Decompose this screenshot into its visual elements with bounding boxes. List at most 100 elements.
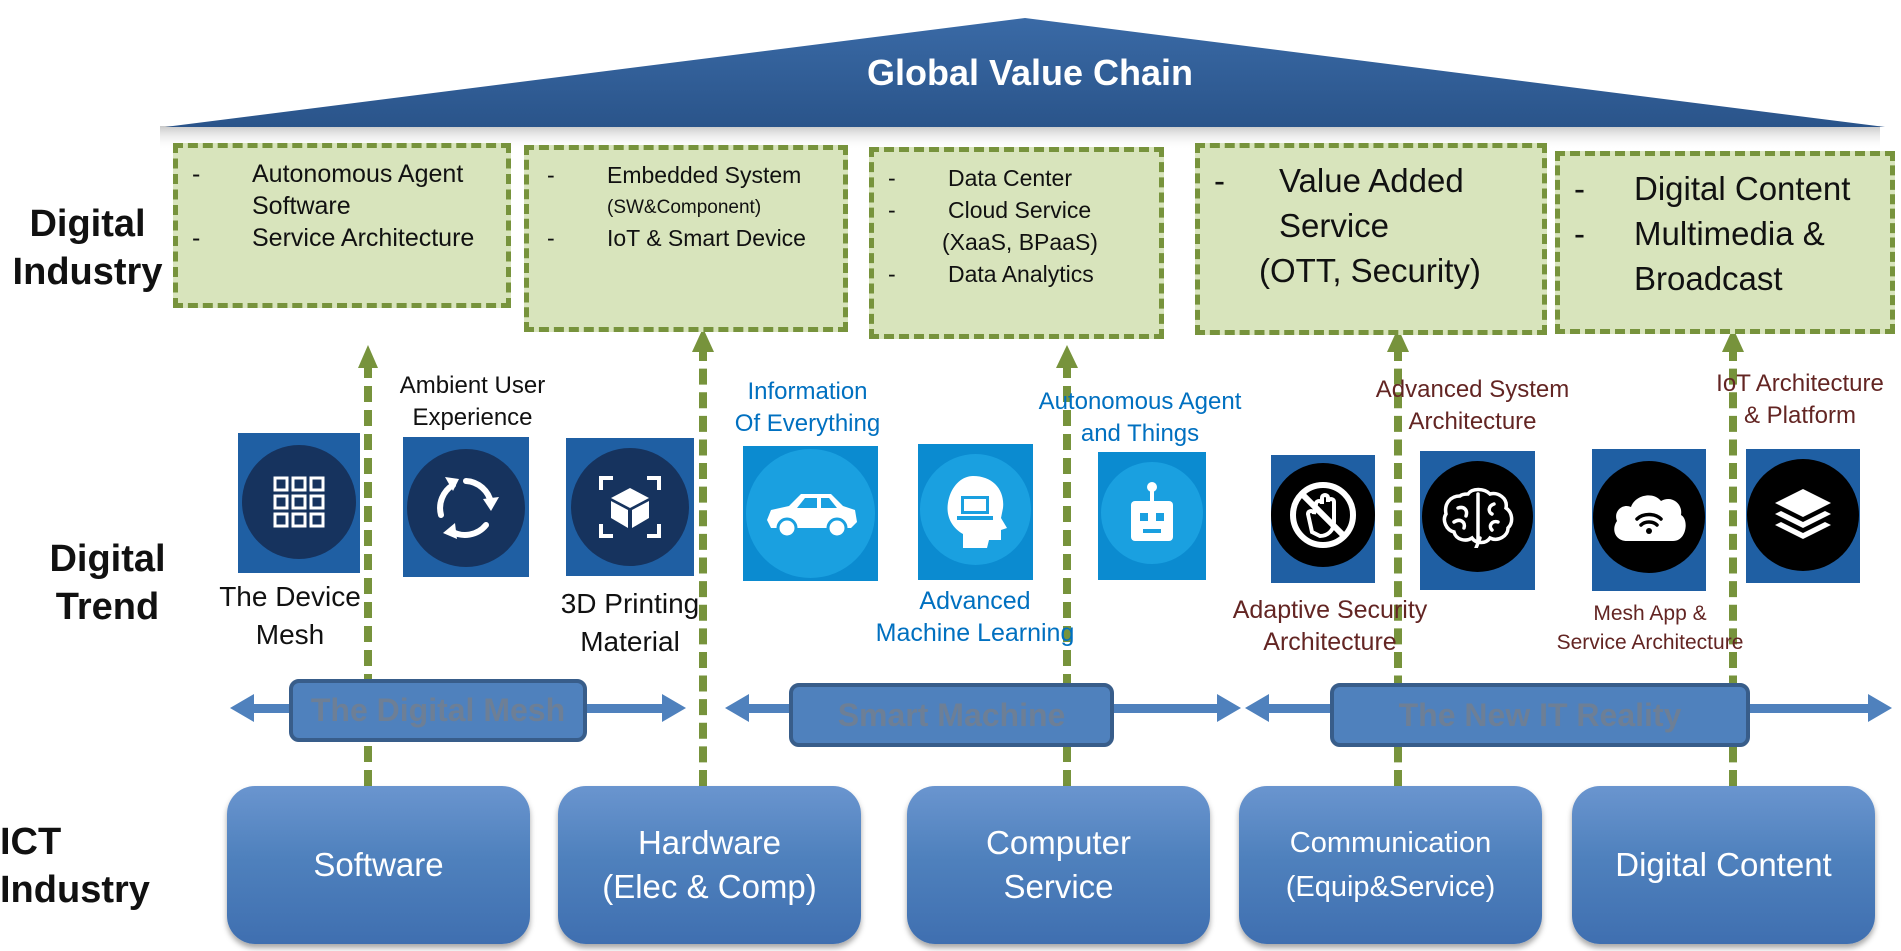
row-label-line: Digital bbox=[29, 203, 146, 245]
industry-item-text: Data Analytics bbox=[948, 261, 1094, 287]
trend-label-ambient: Ambient User Experience bbox=[399, 372, 546, 431]
band-new-it-reality: The New IT Reality bbox=[1330, 683, 1750, 747]
cycle-icon bbox=[407, 449, 525, 567]
trend-label-information: Information Of Everything bbox=[734, 378, 881, 437]
autonomous-tile bbox=[1098, 452, 1206, 580]
arrow-head bbox=[1722, 328, 1744, 352]
ict-box-digital-content: Digital Content bbox=[1572, 786, 1875, 944]
industry-item: - Embedded System (SW&Component) bbox=[547, 160, 829, 223]
industry-item-text: Digital Content bbox=[1634, 170, 1851, 207]
item-sub: (SW&Component) bbox=[607, 197, 762, 218]
ict-box-computer-service: Computer Service bbox=[907, 786, 1210, 944]
trend-label-iot-architecture: IoT Architecture & Platform bbox=[1716, 370, 1884, 429]
bullet-dash: - bbox=[888, 261, 896, 287]
industry-item: - Autonomous Agent Software bbox=[192, 158, 492, 222]
cube-icon bbox=[571, 448, 689, 566]
trend-label-3d-printing: 3D Printing Material bbox=[560, 588, 700, 657]
row-label-digital-trend: Digital Trend bbox=[30, 535, 185, 631]
arrow-head bbox=[358, 345, 378, 368]
ict-line: Communication bbox=[1289, 827, 1492, 859]
industry-item-text: Embedded System (SW&Component) bbox=[607, 160, 801, 223]
vertical-arrow-2 bbox=[699, 345, 707, 786]
industry-box-4: - Value Added Service (OTT, Security) bbox=[1195, 143, 1547, 335]
industry-item-text: IoT & Smart Device bbox=[607, 225, 806, 251]
industry-item-text: Multimedia & Broadcast bbox=[1634, 215, 1825, 297]
robot-icon bbox=[1101, 462, 1203, 564]
industry-item-text: Value Added Service bbox=[1279, 162, 1464, 244]
car-icon bbox=[746, 449, 875, 578]
machine-learning-tile bbox=[918, 444, 1033, 580]
industry-item-text: Service Architecture bbox=[252, 224, 475, 252]
item-sub: (OTT, Security) bbox=[1259, 252, 1481, 289]
bullet-dash: - bbox=[888, 165, 896, 191]
ict-line: Software bbox=[313, 846, 444, 883]
arrow-head bbox=[1056, 345, 1078, 368]
industry-box-5: - Digital Content - Multimedia & Broadcast bbox=[1555, 151, 1895, 334]
bullet-dash: - bbox=[547, 162, 555, 188]
industry-box-2: - Embedded System (SW&Component) - IoT & S… bbox=[524, 145, 848, 332]
trend-label-advanced-system: Advanced System Architecture bbox=[1375, 376, 1570, 435]
industry-box-1: - Autonomous Agent Software - Service Arch… bbox=[173, 143, 511, 308]
vertical-arrow-4 bbox=[1394, 345, 1402, 786]
information-tile bbox=[743, 446, 878, 581]
bullet-dash: - bbox=[192, 160, 201, 188]
industry-item: - Cloud Service bbox=[888, 194, 1145, 226]
printing-tile bbox=[566, 438, 694, 576]
row-label-line: Trend bbox=[55, 586, 160, 628]
ict-line: Digital Content bbox=[1615, 846, 1832, 883]
item-main: Embedded System bbox=[607, 162, 802, 188]
ict-box-communication: Communication (Equip&Service) bbox=[1239, 786, 1542, 944]
bullet-dash: - bbox=[192, 224, 201, 252]
trend-label-device-mesh: The Device Mesh bbox=[219, 581, 361, 650]
vertical-arrow-5 bbox=[1729, 345, 1737, 786]
industry-item: - IoT & Smart Device bbox=[547, 223, 829, 253]
industry-item: - Multimedia & Broadcast bbox=[1574, 211, 1876, 301]
item-sub: (XaaS, BPaaS) bbox=[942, 229, 1098, 255]
bullet-dash: - bbox=[1574, 170, 1585, 207]
row-label-line: Digital bbox=[49, 538, 166, 580]
bullet-dash: - bbox=[1214, 162, 1225, 199]
head-laptop-icon bbox=[920, 454, 1031, 565]
device-mesh-tile bbox=[238, 433, 360, 573]
no-hand-icon bbox=[1271, 463, 1375, 567]
industry-item-text: Data Center bbox=[948, 165, 1073, 191]
iot-architecture-tile bbox=[1746, 449, 1860, 583]
arrow-head bbox=[692, 328, 714, 352]
roof-title: Global Value Chain bbox=[866, 52, 1194, 93]
ict-line: (Elec & Comp) bbox=[602, 868, 817, 905]
industry-item-text: Cloud Service bbox=[948, 197, 1092, 223]
bullet-dash: - bbox=[888, 197, 896, 223]
ict-line: Computer bbox=[986, 824, 1131, 861]
ambient-tile bbox=[403, 437, 529, 577]
bullet-dash: - bbox=[1574, 215, 1585, 252]
bullet-dash: - bbox=[547, 225, 555, 251]
mesh-app-tile bbox=[1592, 449, 1706, 591]
ict-box-software: Software bbox=[227, 786, 530, 944]
adaptive-security-tile bbox=[1271, 455, 1375, 583]
vertical-arrow-3 bbox=[1063, 362, 1071, 786]
trend-label-mesh-app: Mesh App & Service Architecture bbox=[1556, 602, 1744, 654]
industry-item: - Service Architecture bbox=[192, 222, 492, 254]
row-label-line: Industry bbox=[12, 251, 163, 293]
advanced-system-tile bbox=[1420, 451, 1535, 590]
trend-label-autonomous: Autonomous Agent and Things bbox=[1038, 388, 1242, 447]
trend-label-machine-learning: Advanced Machine Learning bbox=[875, 587, 1075, 647]
ict-line: Hardware bbox=[637, 824, 782, 861]
band-smart-machine: Smart Machine bbox=[789, 683, 1114, 747]
industry-item: - Value Added Service bbox=[1214, 158, 1528, 248]
cloud-wifi-icon bbox=[1593, 461, 1705, 573]
industry-box-3: - Data Center - Cloud Service (XaaS, BPaaS… bbox=[869, 147, 1164, 339]
ict-line: (Equip&Service) bbox=[1285, 871, 1496, 903]
industry-item: - Digital Content bbox=[1574, 166, 1876, 211]
industry-item-text: Autonomous Agent Software bbox=[252, 160, 464, 220]
trend-label-adaptive-security: Adaptive Security Architecture bbox=[1232, 596, 1428, 656]
industry-item: - Data Center bbox=[888, 162, 1145, 194]
ict-line: Service bbox=[1003, 868, 1114, 905]
layers-icon bbox=[1747, 459, 1859, 571]
grid-icon bbox=[242, 445, 356, 559]
row-label-ict-industry: ICT Industry bbox=[0, 821, 150, 911]
arrow-head bbox=[1387, 328, 1409, 352]
brain-icon bbox=[1422, 461, 1533, 572]
vertical-arrow-1 bbox=[364, 362, 372, 786]
